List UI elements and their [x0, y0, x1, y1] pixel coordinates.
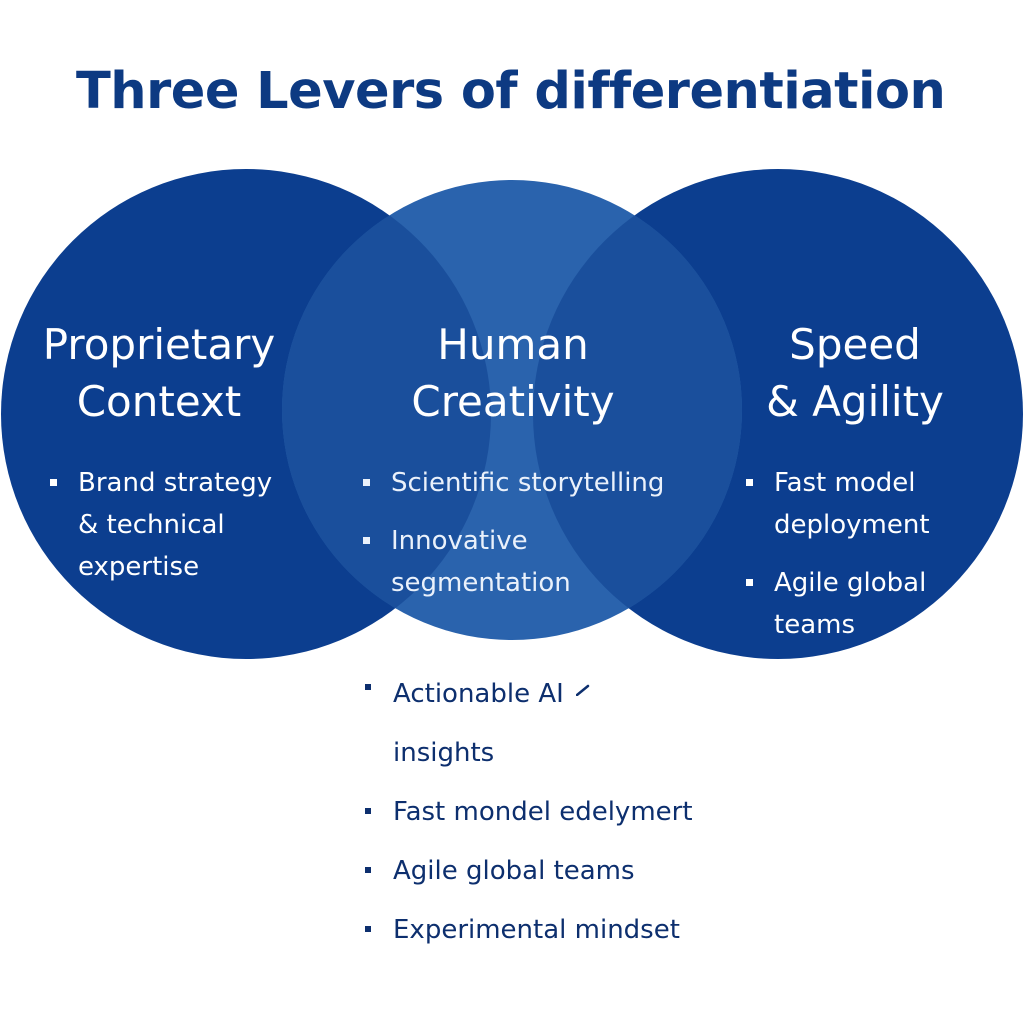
- list-item: Scientific storytelling: [363, 462, 664, 504]
- list-item-text: expertise: [78, 552, 200, 582]
- list-item-text: deployment: [774, 510, 930, 540]
- list-item-text: Experimental mindset: [393, 915, 680, 945]
- list-item-text: teams: [774, 610, 855, 640]
- list-item-continuation: insights: [365, 731, 693, 775]
- heading-line: Speed: [789, 320, 921, 369]
- circle-heading-proprietary-context: Proprietary Context: [18, 316, 300, 430]
- heading-line: Human: [437, 320, 589, 369]
- list-item: Brand strategy & technical expertise: [50, 462, 272, 588]
- heading-line: Context: [76, 377, 242, 426]
- list-item: Actionable AI: [365, 666, 693, 716]
- diagram-title: Three Levers of differentiation: [76, 62, 946, 121]
- bullet-list-speed-agility: Fast model deployment Agile global teams: [746, 462, 930, 646]
- list-item-text: Brand strategy: [78, 468, 273, 498]
- list-item-text: segmentation: [391, 568, 571, 598]
- list-item: Agile global teams: [746, 562, 930, 646]
- list-item-text: Actionable AI: [393, 679, 564, 709]
- pencil-stroke-icon: [575, 666, 590, 710]
- list-item: Fast model deployment: [746, 462, 930, 546]
- list-item-text: Fast mondel edelymert: [393, 797, 693, 827]
- list-item-text: Agile global teams: [393, 856, 635, 886]
- bullet-list-proprietary-context: Brand strategy & technical expertise: [50, 462, 272, 588]
- list-item-text: Agile global: [774, 568, 927, 598]
- list-item: Fast mondel edelymert: [365, 790, 693, 834]
- bullet-list-human-creativity: Scientific storytelling Innovative segme…: [363, 462, 664, 604]
- circle-heading-speed-agility: Speed & Agility: [712, 316, 998, 430]
- list-item-text: Innovative: [391, 526, 528, 556]
- list-item-text: Scientific storytelling: [391, 468, 665, 498]
- list-item-text: Fast model: [774, 468, 916, 498]
- overlap-left: [282, 180, 491, 640]
- overlap-right: [533, 180, 742, 640]
- heading-line: Creativity: [411, 377, 615, 426]
- list-item: Agile global teams: [365, 849, 693, 893]
- bullet-list-below-diagram: Actionable AI insights Fast mondel edely…: [365, 666, 693, 952]
- heading-line: Proprietary: [42, 320, 276, 369]
- circle-heading-human-creativity: Human Creativity: [370, 316, 656, 430]
- list-item: Innovative segmentation: [363, 520, 664, 604]
- list-item: Experimental mindset: [365, 908, 693, 952]
- list-item-text: & technical: [78, 510, 225, 540]
- heading-line: & Agility: [766, 377, 944, 426]
- list-item-text: insights: [393, 738, 495, 768]
